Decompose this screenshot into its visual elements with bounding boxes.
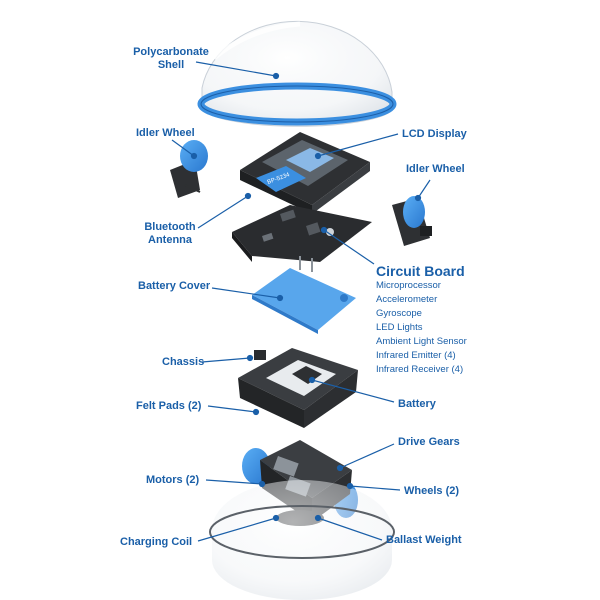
component-item: Infrared Emitter (4) <box>376 350 456 361</box>
label-charging-coil: Charging Coil <box>120 536 193 548</box>
label-ballast-weight: Ballast Weight <box>386 534 462 546</box>
polycarbonate-shell <box>197 20 397 127</box>
label-idler-wheel-right: Idler Wheel <box>406 163 465 175</box>
component-item: Infrared Receiver (4) <box>376 364 464 375</box>
label-lcd-display: LCD Display <box>402 128 467 140</box>
circuit-board-part <box>232 205 372 272</box>
label-circuit-board: Circuit Board <box>376 263 465 279</box>
component-item: Gyroscope <box>376 308 422 319</box>
label-battery: Battery <box>398 398 436 410</box>
label-wheels: Wheels (2) <box>404 485 460 497</box>
label-chassis: Chassis <box>162 356 205 368</box>
label-polycarbonate-shell: Polycarbonate Shell <box>126 46 216 72</box>
label-bluetooth-antenna: Bluetooth Antenna <box>130 221 210 247</box>
component-item: Accelerometer <box>376 294 438 305</box>
label-polycarbonate-shell-text: Polycarbonate Shell <box>133 46 209 71</box>
label-drive-gears: Drive Gears <box>398 436 460 448</box>
idler-wheel-right-part <box>392 196 432 246</box>
component-item: Microprocessor <box>376 280 441 291</box>
circuit-board-component-list: Microprocessor Accelerometer Gyroscope L… <box>376 279 467 377</box>
lcd-display: BP-5234 <box>240 132 370 214</box>
chassis-part <box>238 348 358 428</box>
idler-wheel-left-part <box>170 140 208 198</box>
component-item: LED Lights <box>376 322 423 333</box>
label-bluetooth-antenna-text: Bluetooth Antenna <box>144 221 196 246</box>
leader-lines <box>171 61 431 542</box>
label-felt-pads: Felt Pads (2) <box>136 400 202 412</box>
battery-cover-part <box>252 268 356 334</box>
bottom-shell <box>209 480 395 600</box>
label-battery-cover: Battery Cover <box>138 280 211 292</box>
component-item: Ambient Light Sensor <box>376 336 467 347</box>
label-idler-wheel-left: Idler Wheel <box>136 127 195 139</box>
label-motors: Motors (2) <box>146 474 200 486</box>
